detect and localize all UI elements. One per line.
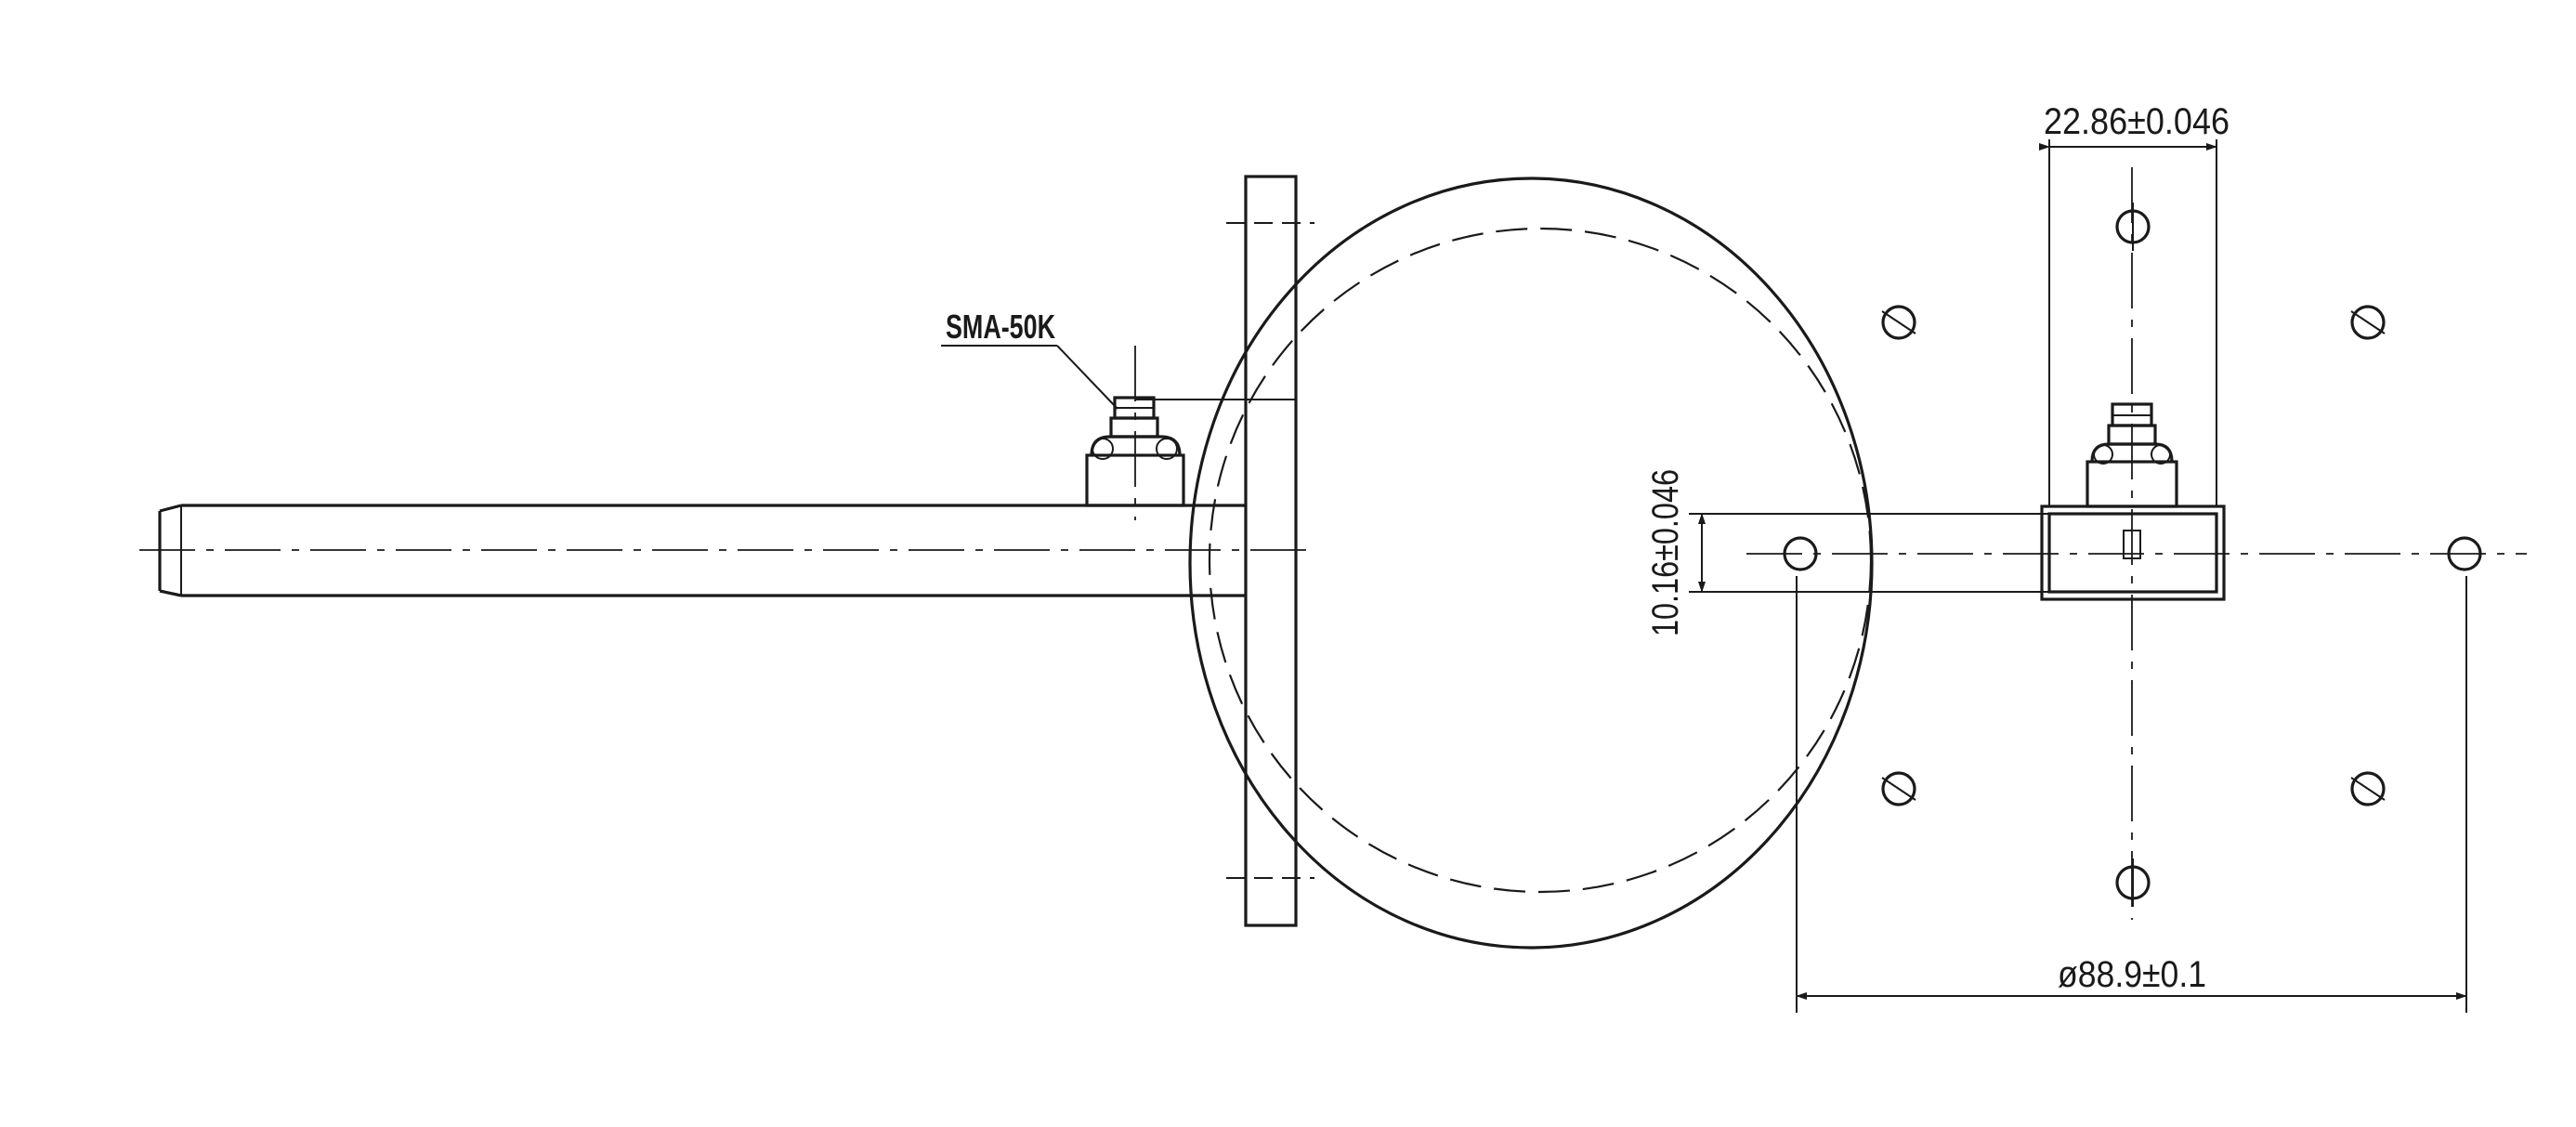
- front-view: 22.86±0.046 10.16±0.046 ø88.9±0.1: [1188, 101, 2527, 1013]
- bolt-hole: [1881, 771, 1916, 806]
- flange-plate: [1244, 175, 1298, 927]
- bolt-hole: [2350, 305, 2386, 340]
- bolt-hole: [2447, 536, 2482, 571]
- flange-outline: [1188, 177, 1874, 950]
- waveguide-aperture: [2040, 505, 2226, 601]
- bolt-hole: [1881, 305, 1916, 340]
- width-dimension: 22.86±0.046: [2039, 101, 2229, 506]
- sma-connector-side: [1085, 346, 1296, 520]
- bolt-hole: [2115, 858, 2151, 907]
- height-dimension: 10.16±0.046: [1645, 469, 2049, 636]
- height-dimension-label: 10.16±0.046: [1645, 469, 1686, 636]
- bolt-hole: [2115, 203, 2151, 251]
- diameter-dimension: ø88.9±0.1: [1796, 576, 2467, 1013]
- bolt-circle: [1208, 227, 1873, 894]
- sma-connector-front: [2086, 402, 2178, 508]
- width-dimension-label: 22.86±0.046: [2044, 101, 2229, 142]
- sma-label: SMA-50K: [946, 308, 1055, 346]
- side-view: SMA-50K: [139, 175, 1314, 927]
- bolt-holes: [1783, 203, 2482, 907]
- diameter-dimension-label: ø88.9±0.1: [2058, 954, 2206, 995]
- bolt-hole: [1783, 536, 1818, 571]
- bolt-hole: [2350, 771, 2386, 806]
- sma-label-group: SMA-50K: [941, 308, 1118, 410]
